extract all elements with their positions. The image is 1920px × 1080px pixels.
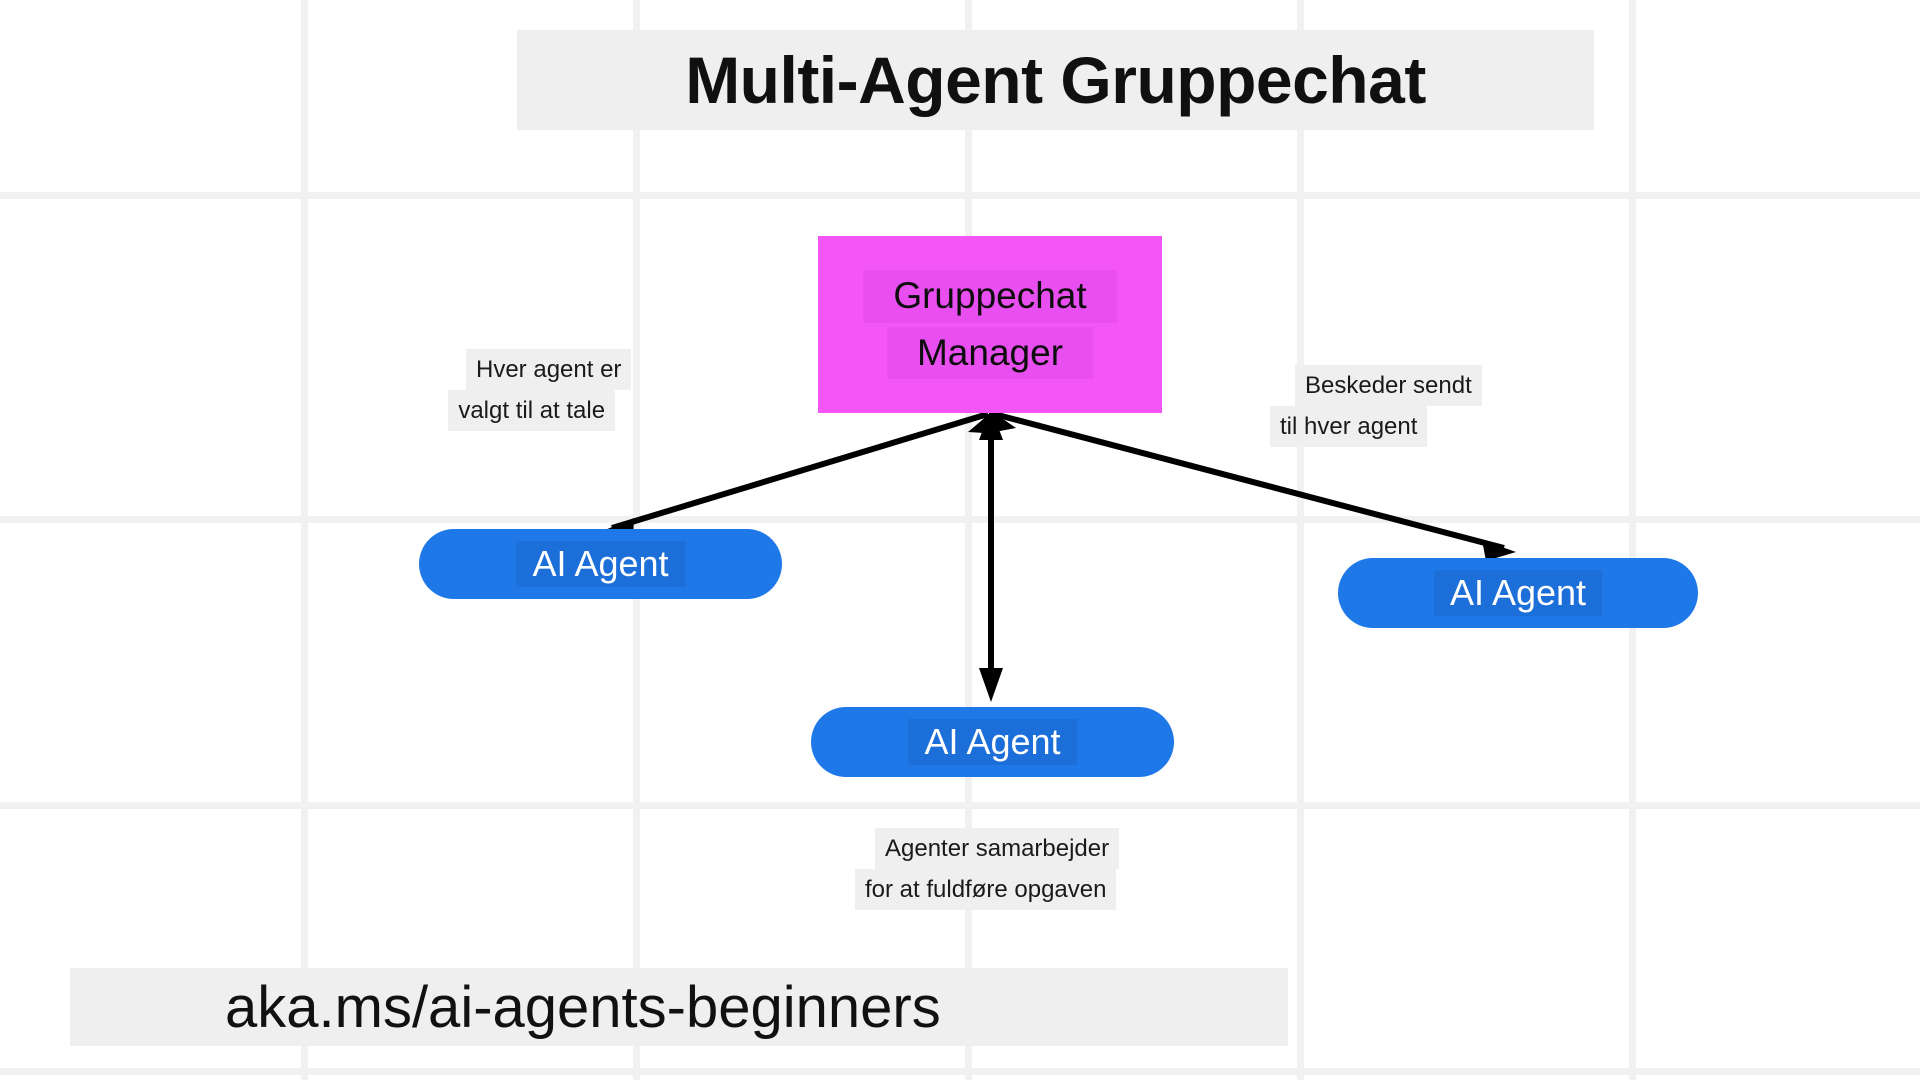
gruppechat-manager-node[interactable]: Gruppechat Manager <box>818 236 1162 413</box>
grid-line-horizontal <box>0 192 1920 199</box>
annotation-right: Beskeder sendt til hver agent <box>1185 365 1482 448</box>
ai-agent-node-right[interactable]: AI Agent <box>1338 558 1698 628</box>
ai-agent-label: AI Agent <box>908 719 1077 765</box>
annotation-left: Hver agent er valgt til at tale <box>432 349 632 432</box>
grid-line-vertical <box>965 0 972 1080</box>
grid-line-horizontal <box>0 802 1920 809</box>
ai-agent-node-middle[interactable]: AI Agent <box>811 707 1174 777</box>
ai-agent-node-left[interactable]: AI Agent <box>419 529 782 599</box>
footer-url[interactable]: aka.ms/ai-agents-beginners <box>70 968 1288 1046</box>
ai-agent-label: AI Agent <box>1433 570 1603 616</box>
annotation-right-line2: til hver agent <box>1270 406 1428 448</box>
annotation-bottom-line2: for at fuldføre opgaven <box>855 869 1117 911</box>
connector-manager-to-agent-left <box>600 410 1000 539</box>
manager-title-line1: Gruppechat <box>863 270 1117 323</box>
grid-line-vertical <box>1297 0 1304 1080</box>
ai-agent-label: AI Agent <box>516 541 685 587</box>
grid-line-horizontal <box>0 516 1920 523</box>
grid-line-horizontal <box>0 1068 1920 1075</box>
annotation-bottom: Agenter samarbejder for at fuldføre opga… <box>855 828 1120 911</box>
annotation-bottom-line1: Agenter samarbejder <box>875 828 1120 870</box>
page-title: Multi-Agent Gruppechat <box>517 30 1594 130</box>
grid-line-vertical <box>301 0 308 1080</box>
annotation-left-line1: Hver agent er <box>466 349 632 391</box>
annotation-right-line1: Beskeder sendt <box>1295 365 1482 407</box>
connector-manager-to-agent-mid <box>979 408 1003 702</box>
manager-title-line2: Manager <box>886 326 1094 379</box>
grid-line-vertical <box>1629 0 1636 1080</box>
annotation-left-line2: valgt til at tale <box>448 390 616 432</box>
